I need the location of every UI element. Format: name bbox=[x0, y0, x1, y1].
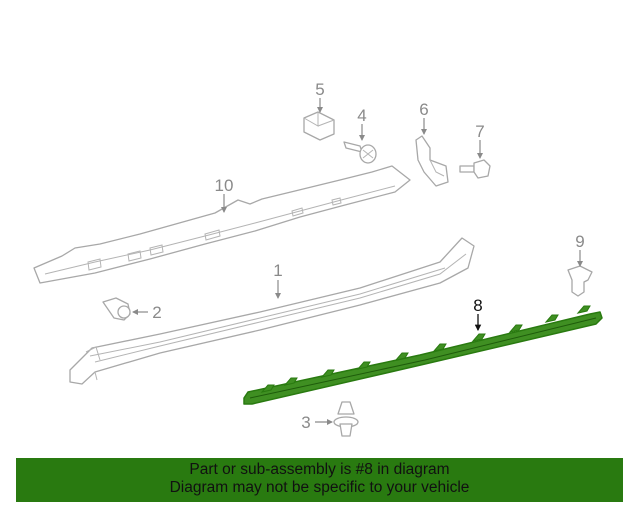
part-7-bolt[interactable] bbox=[459, 159, 491, 179]
callout-6: 6 bbox=[419, 100, 428, 119]
part-8-molding-strip[interactable] bbox=[243, 305, 603, 405]
part-3-push-clip[interactable] bbox=[333, 401, 359, 437]
callout-5: 5 bbox=[315, 80, 324, 99]
callout-10: 10 bbox=[215, 176, 234, 195]
callout-3: 3 bbox=[301, 413, 310, 432]
part-9-clip[interactable] bbox=[567, 265, 593, 297]
banner-line-2: Diagram may not be specific to your vehi… bbox=[169, 479, 470, 496]
leader-lines bbox=[132, 98, 583, 425]
part-4-screw[interactable] bbox=[343, 141, 377, 164]
info-banner: Part or sub-assembly is #8 in diagram Di… bbox=[16, 458, 623, 502]
part-5-clip-nut[interactable] bbox=[303, 111, 335, 141]
callout-8: 8 bbox=[473, 296, 482, 315]
callout-1: 1 bbox=[273, 261, 282, 280]
callout-7: 7 bbox=[475, 122, 484, 141]
callout-2: 2 bbox=[152, 303, 161, 322]
part-1-rocker-molding[interactable] bbox=[69, 237, 475, 385]
part-6-bracket[interactable] bbox=[415, 135, 449, 187]
part-2-clip[interactable] bbox=[102, 297, 131, 321]
part-10-reinforcement[interactable] bbox=[33, 165, 411, 284]
banner-line-1: Part or sub-assembly is #8 in diagram bbox=[189, 461, 450, 478]
callout-4: 4 bbox=[357, 106, 366, 125]
callout-9: 9 bbox=[575, 232, 584, 251]
